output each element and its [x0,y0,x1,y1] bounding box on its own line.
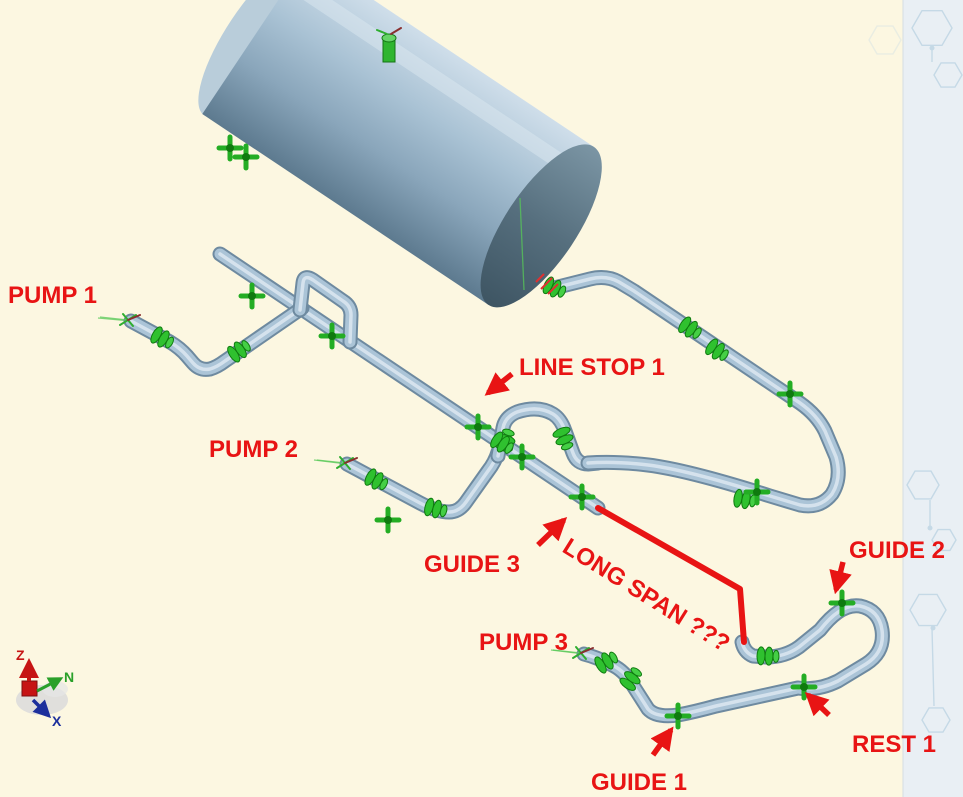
rest-1-arrow-icon [804,692,831,717]
pump-3-label: PUMP 3 [479,629,568,656]
orientation-triad-icon: Z N X [16,647,74,729]
vessel-nozzle-icon[interactable] [376,27,402,63]
guide-2-label: GUIDE 2 [849,537,945,564]
rest-1-label: REST 1 [852,731,936,758]
nozzle-stress-marks [535,273,559,295]
guide-2-arrow-icon [829,561,852,595]
triad-z-label: Z [16,647,25,663]
guide-1-label: GUIDE 1 [591,769,687,796]
guide-3-label: GUIDE 3 [424,551,520,578]
line-stop-1-label: LINE STOP 1 [519,354,665,381]
desktop-side-strip [868,0,963,797]
triad-x-label: X [52,713,62,729]
guide-3-arrow-icon [536,516,568,547]
guide-1-arrow-icon [650,726,674,757]
circuit-pattern-icon [868,9,963,733]
pump-2-label: PUMP 2 [209,436,298,463]
triad-n-label: N [64,669,74,685]
line-stop-1-arrow-icon [484,371,514,396]
pump-1-label: PUMP 1 [8,282,97,309]
vessel[interactable] [179,0,624,325]
long-span-highlight[interactable] [595,505,747,645]
